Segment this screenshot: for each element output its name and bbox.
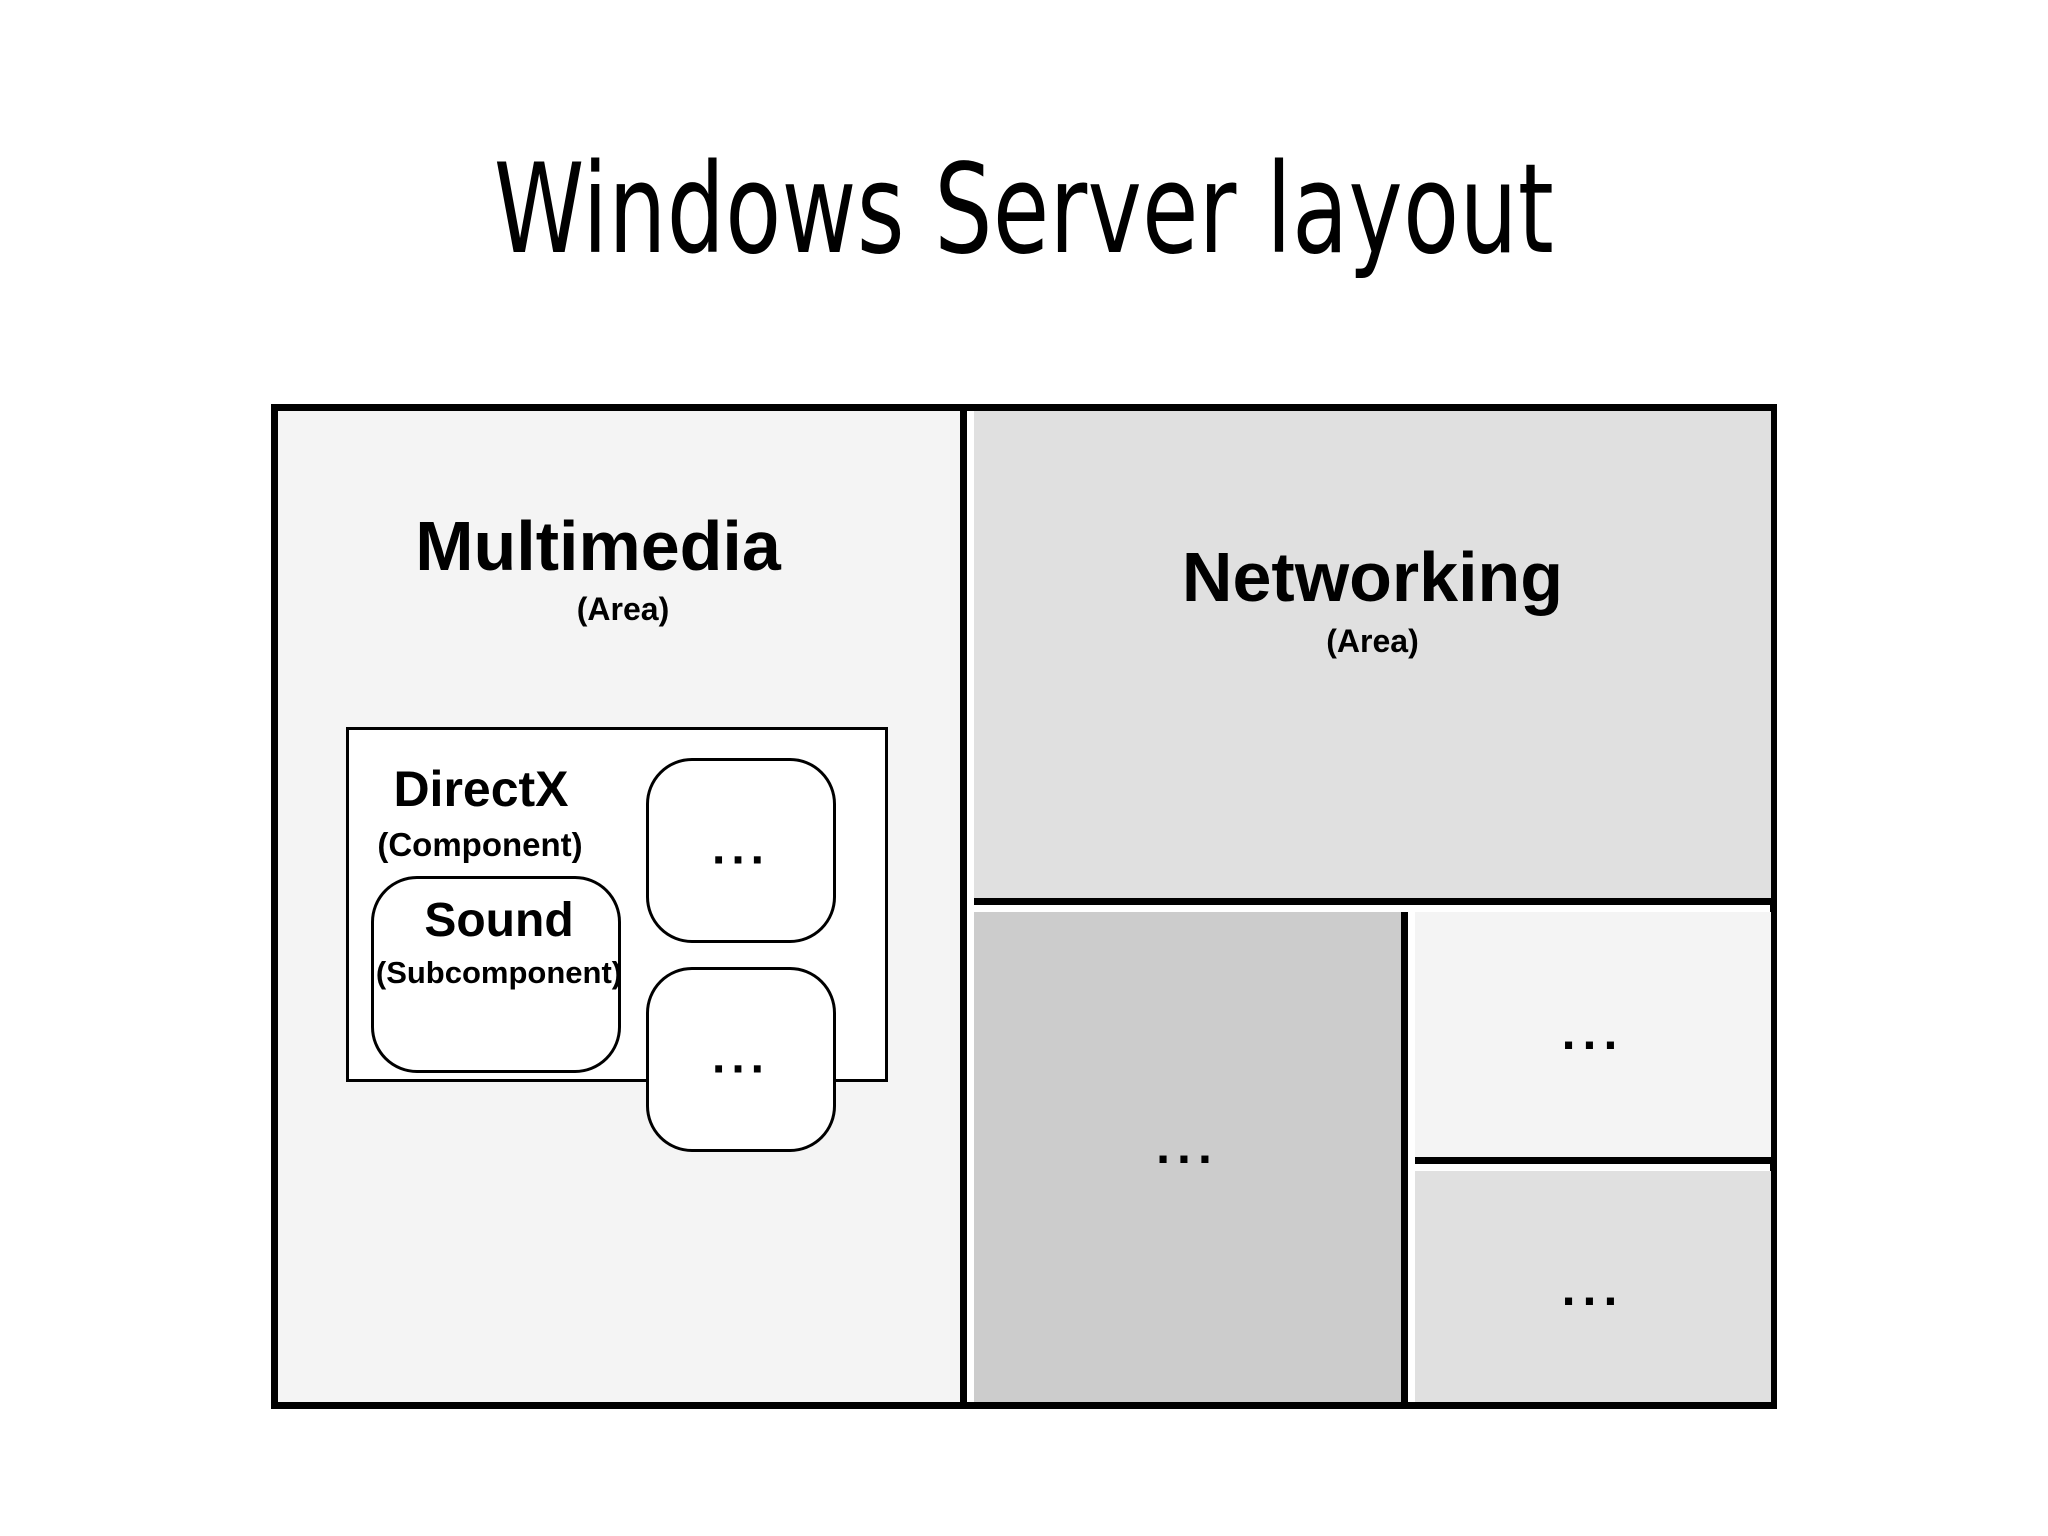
subcomponent-sound[interactable]: Sound (Subcomponent) — [371, 876, 622, 1073]
subcomponent-sound-label: Sound — [424, 894, 574, 947]
area-multimedia-kind: (Area) — [576, 591, 670, 627]
area-networking[interactable]: Networking (Area) — [974, 411, 1771, 905]
component-directx-label: DirectX — [393, 761, 569, 817]
area-multimedia[interactable]: Multimedia (Area) DirectX (Component) So… — [278, 411, 967, 1402]
component-directx-kind: (Component) — [377, 826, 583, 863]
component-directx[interactable]: DirectX (Component) Sound (Subcomponent)… — [346, 727, 888, 1152]
windows-server-layout-diagram: Multimedia (Area) DirectX (Component) So… — [271, 404, 1777, 1409]
ellipsis-label: ... — [711, 1030, 770, 1084]
area-networking-kind: (Area) — [1326, 623, 1419, 659]
ellipsis-label: ... — [1561, 1259, 1625, 1316]
area-multimedia-label: Multimedia — [415, 507, 781, 585]
area-networking-label: Networking — [1181, 538, 1564, 616]
area-placeholder-2[interactable]: ... — [1415, 912, 1771, 1164]
area-placeholder-1[interactable]: ... — [974, 912, 1408, 1402]
ellipsis-label: ... — [1561, 1003, 1625, 1060]
subcomponent-placeholder-1[interactable]: ... — [646, 758, 836, 943]
ellipsis-label: ... — [1156, 1118, 1219, 1174]
subcomponent-sound-kind: (Subcomponent) — [375, 955, 623, 990]
page-title: Windows Server layout — [493, 138, 1555, 282]
subcomponent-placeholder-2[interactable]: ... — [646, 967, 836, 1152]
ellipsis-label: ... — [711, 821, 770, 875]
area-placeholder-3[interactable]: ... — [1415, 1171, 1771, 1402]
